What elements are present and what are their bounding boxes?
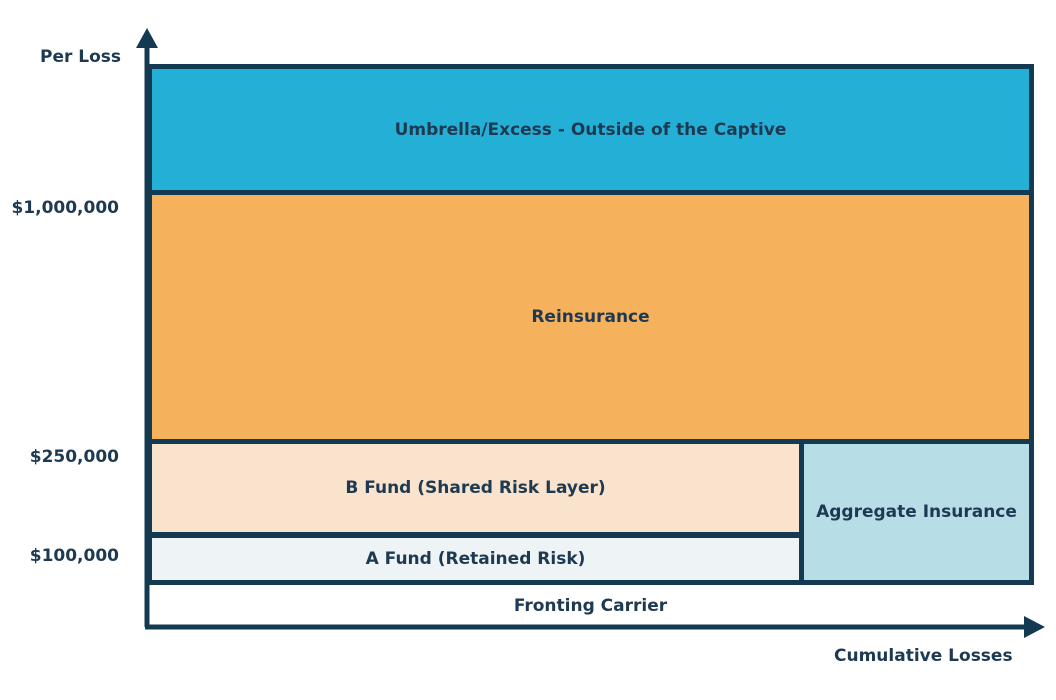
y-tick-1000000: $1,000,000 [11, 198, 119, 218]
aggregate-insurance-layer: Aggregate Insurance [799, 439, 1034, 585]
a-fund-layer: A Fund (Retained Risk) [147, 533, 804, 585]
y-tick-100000: $100,000 [29, 546, 119, 566]
x-axis-label: Cumulative Losses [834, 646, 1013, 666]
x-axis-arrow [1024, 616, 1045, 638]
y-axis-arrow [136, 28, 158, 48]
b-fund-label: B Fund (Shared Risk Layer) [345, 478, 606, 498]
fronting-carrier-label: Fronting Carrier [513, 596, 668, 616]
umbrella-excess-label: Umbrella/Excess - Outside of the Captive [394, 119, 787, 140]
reinsurance-label: Reinsurance [531, 307, 650, 327]
aggregate-insurance-label: Aggregate Insurance [816, 502, 1017, 522]
b-fund-layer: B Fund (Shared Risk Layer) [147, 439, 804, 537]
a-fund-label: A Fund (Retained Risk) [365, 549, 586, 569]
y-axis-label: Per Loss [40, 47, 122, 67]
y-tick-250000: $250,000 [29, 447, 119, 467]
umbrella-excess-layer: Umbrella/Excess - Outside of the Captive [147, 64, 1034, 195]
reinsurance-layer: Reinsurance [147, 190, 1034, 444]
